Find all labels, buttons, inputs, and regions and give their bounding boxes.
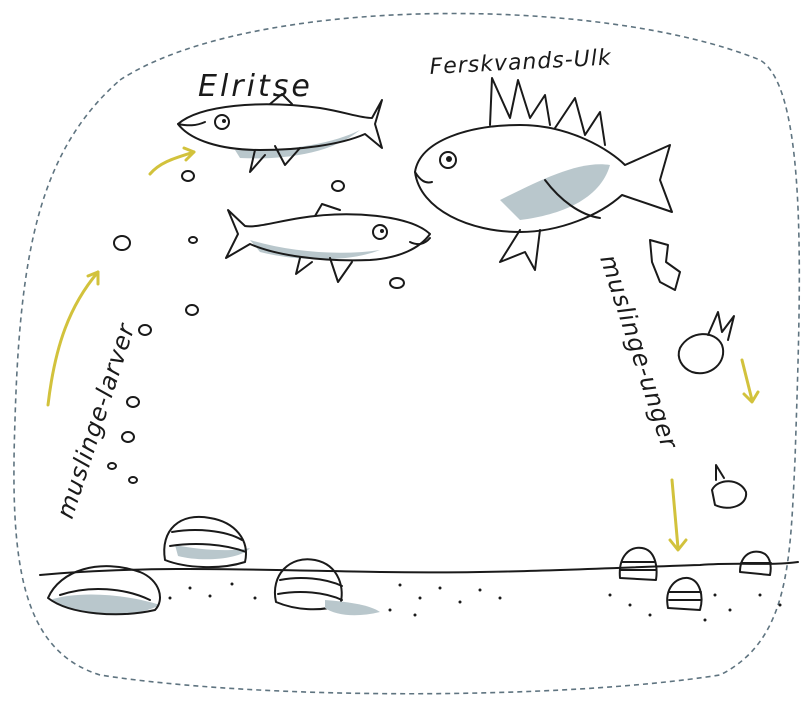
riverbed — [40, 517, 798, 622]
juvenile-mussels — [650, 240, 746, 508]
minnow-lower — [226, 204, 430, 282]
label-elritse: Elritse — [198, 69, 313, 104]
label-muslinge-unger: muslinge-unger — [594, 251, 684, 453]
young-mussels — [620, 548, 771, 610]
label-muslinge-larver: muslinge-larver — [51, 319, 141, 522]
adult-mussels — [48, 517, 380, 615]
minnow-upper — [178, 94, 382, 172]
label-ferskvands-ulk: Ferskvands-Ulk — [429, 45, 613, 80]
sediment-dots — [169, 583, 782, 622]
sculpin — [415, 78, 672, 270]
larvae-particles — [108, 171, 404, 483]
